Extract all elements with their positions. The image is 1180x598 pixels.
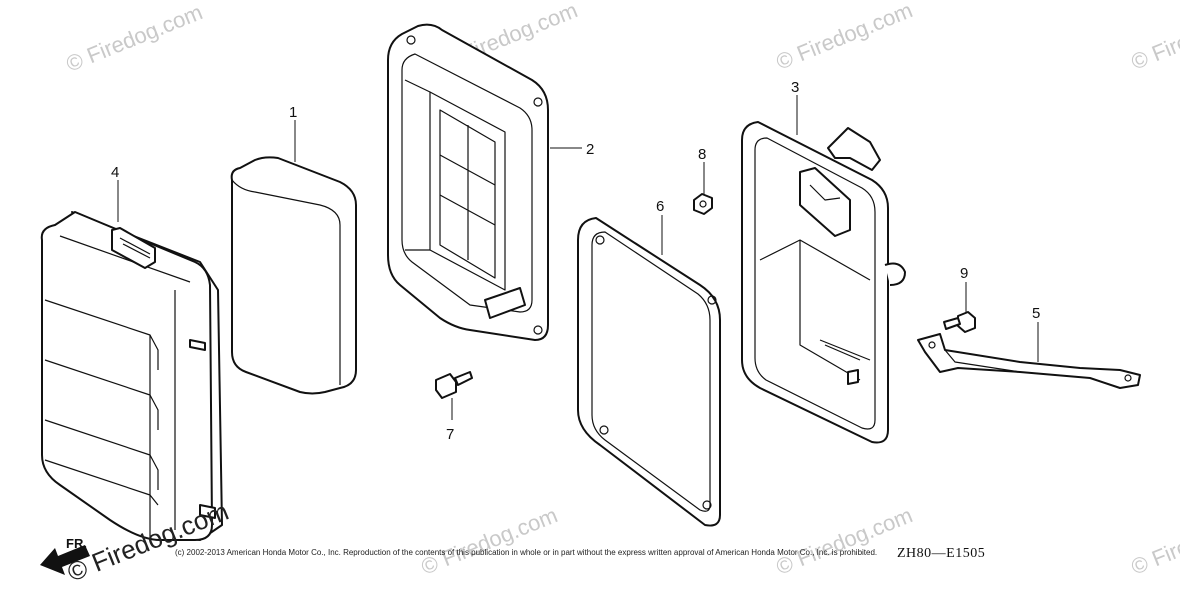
- callout-5: 5: [1032, 305, 1040, 362]
- part-1-air-filter-element: [230, 156, 357, 395]
- diagram-code: ZH80—E1505: [897, 546, 986, 561]
- watermark-text: © Firedog.com: [1128, 0, 1180, 75]
- front-arrow-icon: [40, 545, 90, 575]
- direction-label: FR.: [66, 536, 87, 551]
- part-3-air-cleaner-base: [741, 121, 906, 444]
- copyright-notice: (c) 2002-2013 American Honda Motor Co., …: [175, 548, 878, 557]
- callout-7: 7: [446, 398, 454, 443]
- watermark-text: © Firedog.com: [63, 0, 206, 77]
- callout-number: 7: [446, 426, 454, 443]
- callout-number: 5: [1032, 305, 1040, 322]
- callout-number: 2: [586, 141, 594, 158]
- callout-9: 9: [960, 265, 968, 312]
- part-2-air-cleaner-case: [387, 23, 549, 341]
- part-7-flange-bolt: [435, 371, 473, 399]
- front-direction-indicator: FR.: [40, 536, 90, 575]
- part-4-air-cleaner-cover: [40, 211, 223, 541]
- watermark-text: © Firedog.com: [1128, 502, 1180, 579]
- part-9-bolt: [943, 311, 976, 333]
- callout-number: 6: [656, 198, 664, 215]
- part-8-nut: [693, 193, 713, 215]
- callout-3: 3: [791, 79, 799, 135]
- callout-number: 4: [111, 164, 119, 181]
- watermark-text: © Firedog.com: [418, 502, 561, 579]
- callout-2: 2: [550, 141, 594, 158]
- watermark-text: © Firedog.com: [773, 502, 916, 579]
- callout-number: 1: [289, 104, 297, 121]
- callout-6: 6: [656, 198, 664, 255]
- callout-1: 1: [289, 104, 297, 162]
- part-5-stay: [917, 333, 1141, 389]
- callout-4: 4: [111, 164, 119, 222]
- part-6-gasket: [577, 217, 721, 527]
- watermark-text: © Firedog.com: [773, 0, 916, 75]
- callout-8: 8: [698, 146, 706, 194]
- callout-number: 3: [791, 79, 799, 96]
- callout-number: 9: [960, 265, 968, 282]
- callout-number: 8: [698, 146, 706, 163]
